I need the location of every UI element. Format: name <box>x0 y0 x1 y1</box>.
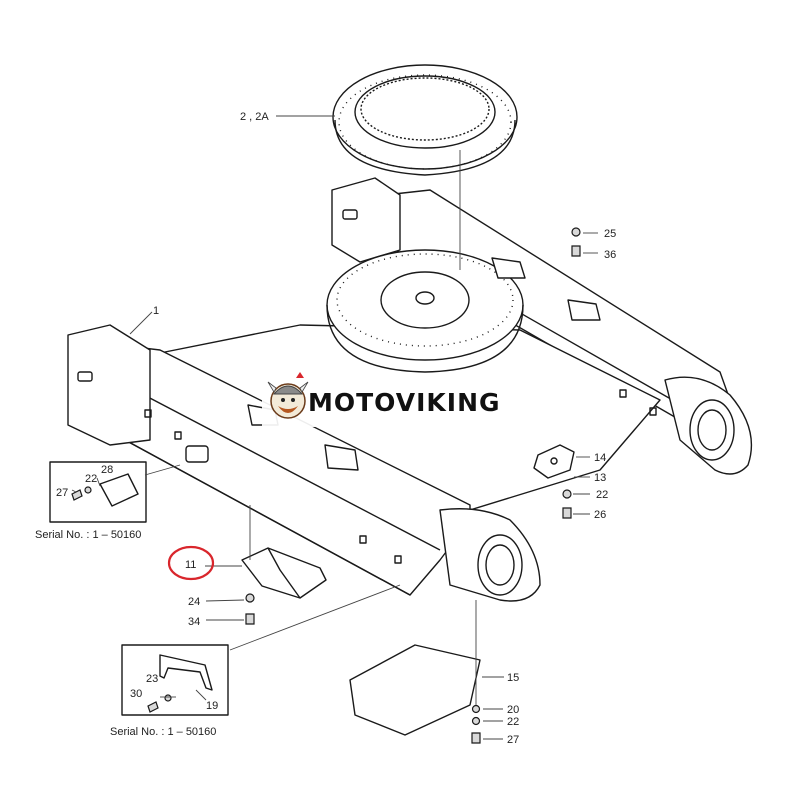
callout-2-2a: 2 , 2A <box>240 111 269 123</box>
fasteners-right <box>562 227 581 519</box>
watermark-banner: MOTOVIKING <box>262 372 538 427</box>
callout-27-bottom: 27 <box>507 734 519 746</box>
swing-bearing-ring <box>332 64 518 176</box>
callout-13: 13 <box>594 472 606 484</box>
callout-11: 11 <box>185 559 196 571</box>
serial-no-lower: Serial No. : 1 – 50160 <box>110 726 216 738</box>
callout-28: 28 <box>101 464 113 476</box>
callout-23: 23 <box>146 673 158 685</box>
callout-22-right: 22 <box>596 489 608 501</box>
callout-14: 14 <box>594 452 606 464</box>
callout-1: 1 <box>153 305 159 317</box>
callout-15: 15 <box>507 672 519 684</box>
plate-part-14 <box>533 444 575 479</box>
watermark-brand-text: MOTOVIKING <box>308 388 501 417</box>
serial-no-upper: Serial No. : 1 – 50160 <box>35 529 141 541</box>
callout-22-bottom: 22 <box>507 716 519 728</box>
cover-plate-part-15 <box>349 644 481 744</box>
inset-box-lower <box>121 644 229 716</box>
callout-24: 24 <box>188 596 200 608</box>
callout-36: 36 <box>604 249 616 261</box>
callout-19: 19 <box>206 700 218 712</box>
inset-box-upper <box>49 461 147 523</box>
viking-mascot-icon <box>267 372 309 419</box>
callout-22-inset: 22 <box>85 473 97 485</box>
callout-25: 25 <box>604 228 616 240</box>
highlight-circle <box>167 545 215 581</box>
callout-27-inset: 27 <box>56 487 68 499</box>
callout-34: 34 <box>188 616 200 628</box>
leader-lines <box>71 115 598 740</box>
callout-26: 26 <box>594 509 606 521</box>
callout-30: 30 <box>130 688 142 700</box>
bracket-part-11 <box>241 547 327 625</box>
callout-20: 20 <box>507 704 519 716</box>
